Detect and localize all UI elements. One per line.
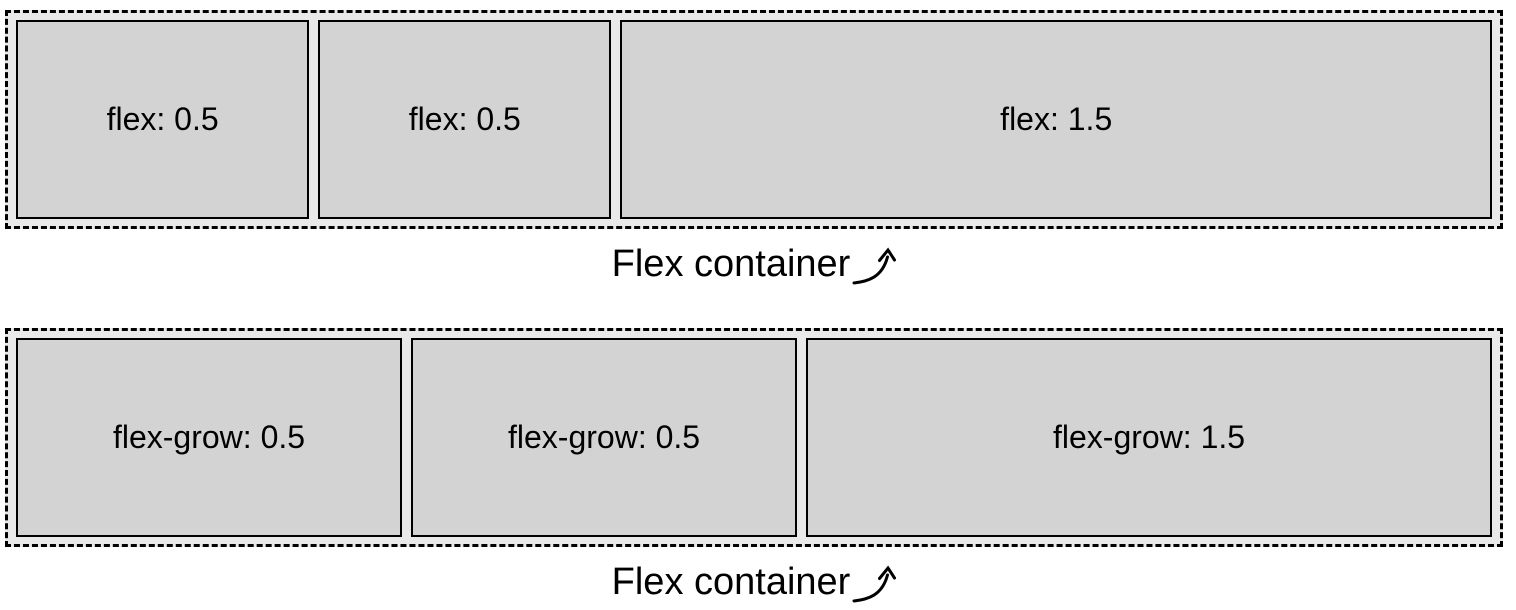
- flex-item: flex-grow: 1.5: [806, 338, 1492, 537]
- flex-demo-section: flex: 0.5 flex: 0.5 flex: 1.5 Flex conta…: [5, 10, 1503, 287]
- flex-item: flex: 1.5: [620, 20, 1492, 219]
- flex-item: flex-grow: 0.5: [411, 338, 798, 537]
- flex-item: flex-grow: 0.5: [16, 338, 403, 537]
- caption-label: Flex container: [611, 561, 851, 603]
- flex-item: flex: 0.5: [318, 20, 612, 219]
- flex-item: flex: 0.5: [16, 20, 310, 219]
- flex-container-caption: Flex container: [5, 559, 1503, 605]
- flex-grow-demo-section: flex-grow: 0.5 flex-grow: 0.5 flex-grow:…: [5, 328, 1503, 605]
- curved-up-right-arrow-icon: [851, 565, 897, 603]
- flex-container: flex: 0.5 flex: 0.5 flex: 1.5: [5, 10, 1503, 229]
- curved-up-right-arrow-icon: [851, 247, 897, 285]
- flex-container-caption: Flex container: [5, 241, 1503, 287]
- flex-container: flex-grow: 0.5 flex-grow: 0.5 flex-grow:…: [5, 328, 1503, 547]
- caption-label: Flex container: [611, 243, 851, 285]
